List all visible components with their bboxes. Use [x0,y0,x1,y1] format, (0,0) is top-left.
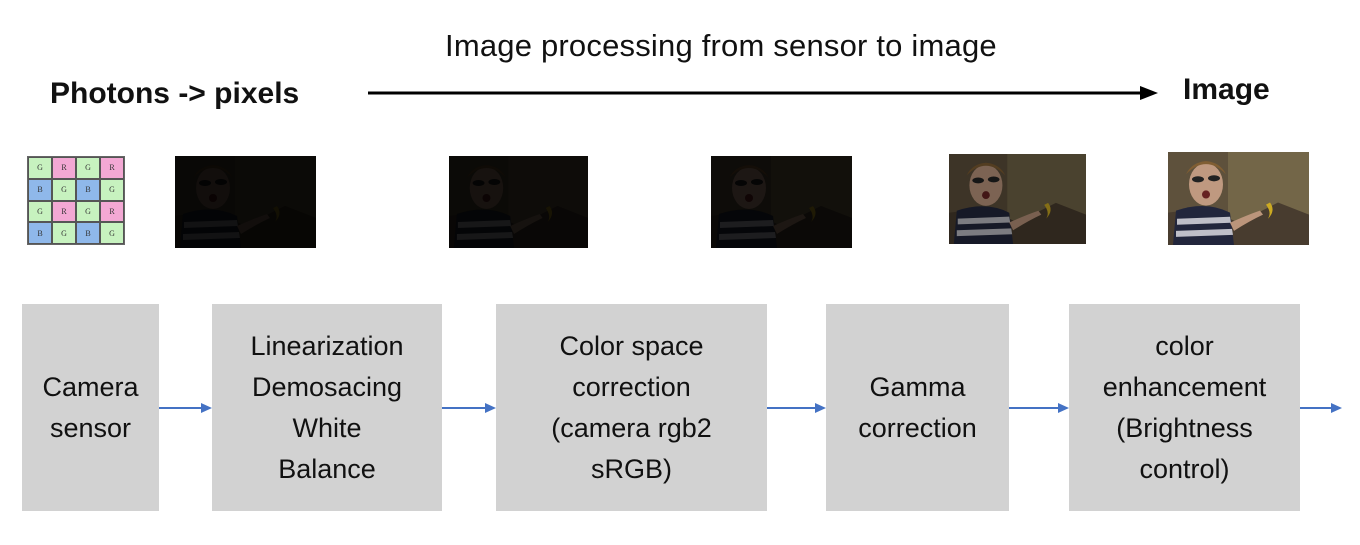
diagram-title: Image processing from sensor to image [445,28,997,63]
bayer-cell-b: B [28,222,52,244]
bayer-cell-g: G [28,157,52,179]
step-color-space-correction: Color space correction (camera rgb2 sRGB… [496,304,767,511]
bayer-cell-r: R [52,200,76,223]
bayer-cell-r: R [100,157,124,179]
step-color-space-correction-label: Color space correction (camera rgb2 sRGB… [551,330,712,484]
step-gamma-correction: Gamma correction [826,304,1009,511]
bayer-cell-g: G [100,178,124,201]
raw-sensor-image [175,156,316,248]
bayer-cell-b: B [76,178,100,201]
bayer-cell-g: G [28,200,52,223]
bayer-cell-b: B [76,222,100,244]
bayer-cell-r: R [52,157,76,179]
step-color-enhancement: color enhancement (Brightness control) [1069,304,1300,511]
linearized-image [449,156,588,248]
bayer-cell-g: G [100,222,124,244]
flow-arrow-5 [1300,403,1342,413]
bayer-cell-g: G [76,157,100,179]
image-label: Image [1183,73,1270,106]
flow-arrow-1 [159,403,212,413]
flow-arrow-4 [1009,403,1069,413]
gamma-corrected-image [949,154,1086,244]
color-corrected-image [711,156,852,248]
step-linearization-label: Linearization Demosacing White Balance [250,330,404,484]
bayer-cell-g: G [52,222,76,244]
step-camera-sensor-label: Camera sensor [42,371,139,443]
step-color-enhancement-label: color enhancement (Brightness control) [1102,330,1267,484]
photons-to-pixels-label: Photons -> pixels [50,77,300,110]
bayer-cell-b: B [28,178,52,201]
step-linearization: Linearization Demosacing White Balance [212,304,442,511]
flow-arrow-3 [767,403,826,413]
flow-arrow-2 [442,403,496,413]
main-process-arrow [368,86,1158,100]
step-gamma-correction-label: Gamma correction [858,371,977,443]
bayer-cell-r: R [100,200,124,223]
enhanced-image [1168,152,1309,245]
bayer-cell-g: G [52,178,76,201]
step-camera-sensor: Camera sensor [22,304,159,511]
bayer-cell-g: G [76,200,100,223]
